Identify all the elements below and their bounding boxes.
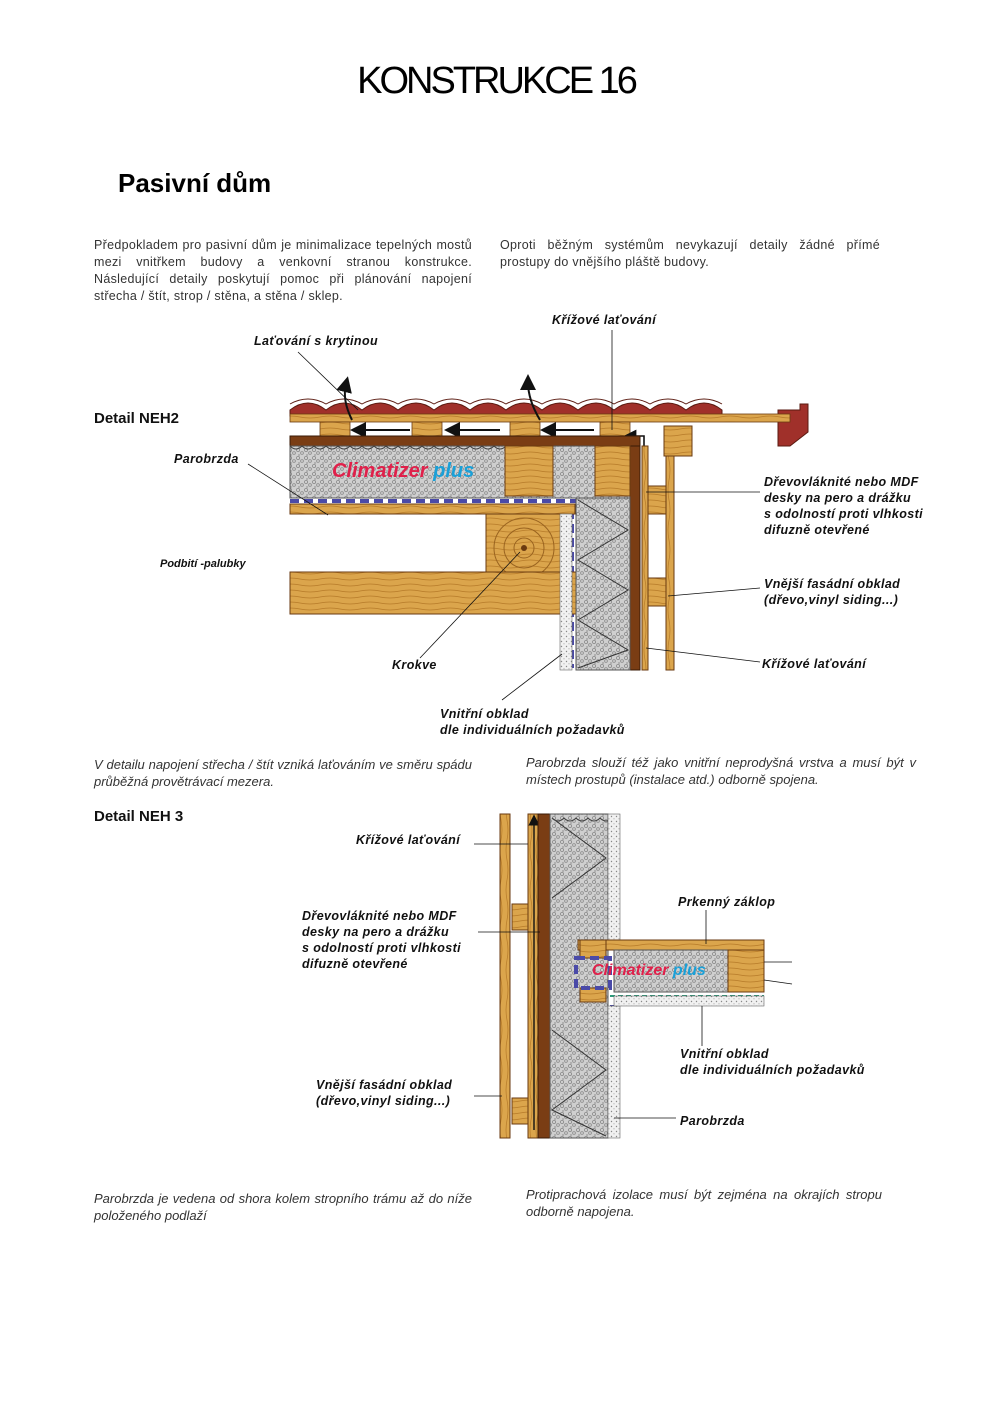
brand-name: Climatizer [332, 460, 428, 482]
detail-neh2-drawing [247, 330, 809, 701]
label-drevovlaknite: Dřevovláknité nebo MDF desky na pero a d… [764, 474, 923, 538]
label-krizove-latovani-top: Křížové laťování [552, 313, 657, 327]
label-line: desky na pero a drážku [764, 491, 912, 505]
brand-logo: Climatizer plus [592, 962, 706, 980]
label-line: Vnitřní obklad [440, 707, 529, 721]
label-line: s odolností proti vlhkosti [302, 941, 462, 955]
label-line: difuzně otevřené [764, 523, 870, 537]
detail-neh2-heading: Detail NEH2 [94, 410, 180, 427]
label-line: desky na pero a drážku [302, 925, 450, 939]
label-prkenny-zaklop: Prkenný záklop [678, 895, 776, 909]
label-krizove-latovani: Křížové laťování [356, 833, 461, 847]
intro-right-paragraph: Oproti běžným systémům nevykazují detail… [500, 238, 880, 269]
label-parobrzda-2: Parobrzda [680, 1114, 745, 1128]
label-line: Dřevovláknité nebo MDF [764, 475, 919, 489]
label-drevovlaknite-2: Dřevovláknité nebo MDF desky na pero a d… [302, 908, 461, 972]
label-vnitrni-obklad-2: Vnitřní obklad dle individuálních požada… [680, 1046, 865, 1078]
label-line: Vnější fasádní obklad [316, 1078, 453, 1092]
page-title: KONSTRUKCE 16 [357, 60, 638, 102]
label-vnitrni-obklad: Vnitřní obklad dle individuálních požada… [440, 706, 625, 738]
label-line: Vnější fasádní obklad [764, 577, 901, 591]
brand-logo: Climatizer plus [332, 460, 474, 483]
label-parobrzda: Parobrzda [174, 452, 239, 466]
label-podbiti: Podbití -palubky [160, 558, 246, 570]
intro-left-paragraph: Předpokladem pro pasivní dům je minimali… [94, 238, 472, 303]
label-krizove-latovani-bottom: Křížové laťování [762, 657, 867, 671]
detail-neh3-drawing [474, 813, 793, 1139]
label-line: Vnitřní obklad [680, 1047, 769, 1061]
label-line: dle individuálních požadavků [440, 723, 625, 737]
detail-neh3-heading: Detail NEH 3 [94, 808, 184, 825]
brand-suffix: plus [672, 962, 706, 979]
brand-name: Climatizer [592, 962, 669, 979]
label-line: (dřevo,vinyl siding...) [764, 593, 899, 607]
detail2-note-left: Parobrzda je vedena od shora kolem strop… [94, 1191, 472, 1223]
page-subtitle: Pasivní dům [118, 168, 272, 198]
detail1-note-left: V detailu napojení střecha / štít vzniká… [94, 757, 472, 789]
label-krokve: Krokve [392, 658, 437, 672]
detail1-note-right: Parobrzda slouží též jako vnitřní neprod… [526, 755, 916, 787]
label-line: s odolností proti vlhkosti [764, 507, 924, 521]
label-vnejsi-obklad: Vnější fasádní obklad (dřevo,vinyl sidin… [764, 576, 900, 608]
label-line: Dřevovláknité nebo MDF [302, 909, 457, 923]
label-vnejsi-obklad-2: Vnější fasádní obklad (dřevo,vinyl sidin… [316, 1077, 452, 1109]
brand-suffix: plus [433, 460, 475, 482]
detail2-note-right: Protiprachová izolace musí být zejména n… [526, 1187, 882, 1219]
label-line: difuzně otevřené [302, 957, 408, 971]
label-latovani-krytina: Laťování s krytinou [254, 334, 379, 348]
label-line: (dřevo,vinyl siding...) [316, 1094, 451, 1108]
label-line: dle individuálních požadavků [680, 1063, 865, 1077]
